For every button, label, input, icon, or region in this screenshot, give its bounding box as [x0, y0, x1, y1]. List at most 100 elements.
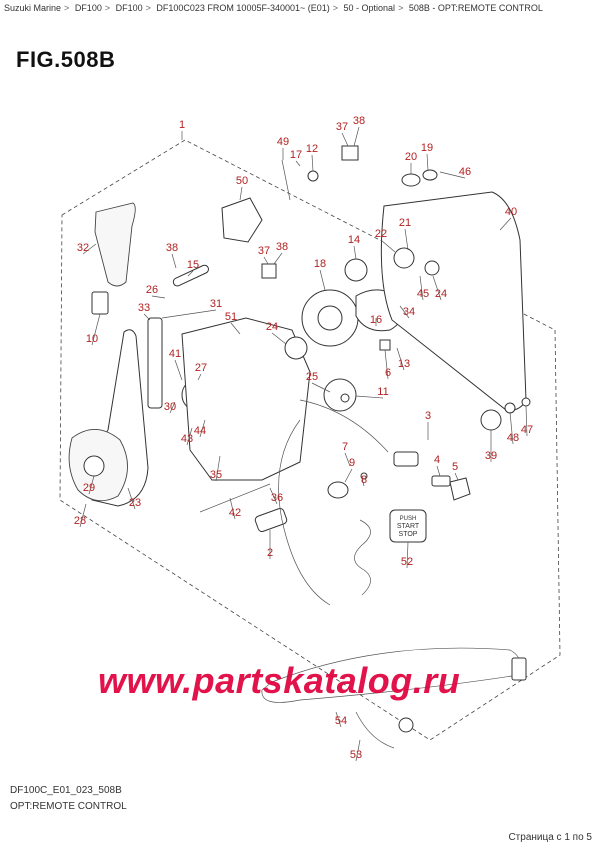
lanyard-switch [327, 481, 349, 499]
breadcrumb-separator: > [145, 3, 151, 13]
part-callout-25[interactable]: 25 [306, 371, 318, 383]
callout-leader [187, 270, 194, 277]
part-callout-48[interactable]: 48 [507, 432, 519, 444]
callout-leader [454, 472, 459, 481]
grommet [401, 173, 421, 187]
breadcrumb-item[interactable]: DF100 [74, 3, 102, 13]
part-callout-45[interactable]: 45 [417, 288, 429, 300]
harness-connector [511, 657, 527, 681]
part-callout-11[interactable]: 11 [377, 386, 388, 398]
part-callout-38[interactable]: 38 [353, 115, 365, 127]
part-callout-9[interactable]: 9 [349, 457, 355, 469]
part-callout-1[interactable]: 1 [179, 119, 185, 131]
handle-grip [94, 202, 136, 287]
part-callout-8[interactable]: 8 [361, 474, 367, 486]
part-callout-15[interactable]: 15 [187, 259, 199, 271]
part-callout-43[interactable]: 43 [181, 433, 193, 445]
part-callout-14[interactable]: 14 [348, 234, 360, 246]
callout-leader [355, 395, 384, 399]
lever-hub-emblem [83, 455, 105, 477]
part-callout-52[interactable]: 52 [401, 556, 413, 568]
callout-leader [384, 349, 389, 380]
callout-leader [271, 332, 287, 345]
part-callout-5[interactable]: 5 [452, 461, 458, 473]
part-callout-36[interactable]: 36 [271, 492, 283, 504]
part-callout-16[interactable]: 16 [370, 314, 382, 326]
part-callout-19[interactable]: 19 [421, 142, 433, 154]
lanyard-clip [360, 472, 368, 480]
part-callout-21[interactable]: 21 [399, 217, 411, 229]
part-callout-20[interactable]: 20 [405, 151, 417, 163]
part-callout-12[interactable]: 12 [306, 143, 318, 155]
part-callout-30[interactable]: 30 [164, 401, 176, 413]
callout-leader [161, 309, 217, 319]
part-callout-2[interactable]: 2 [267, 547, 273, 559]
part-callout-28[interactable]: 28 [74, 515, 86, 527]
callout-leader [361, 477, 365, 487]
callout-leader [197, 373, 202, 381]
key-switch [393, 451, 419, 467]
part-callout-37[interactable]: 37 [258, 245, 270, 257]
breadcrumb-item[interactable]: DF100C023 FROM 10005F-340001~ (E01) [156, 3, 330, 13]
breadcrumb-item[interactable]: Suzuki Marine [4, 3, 62, 13]
part-callout-38[interactable]: 38 [166, 242, 178, 254]
lanyard-cord [354, 519, 371, 596]
harness-wire [355, 711, 395, 749]
part-callout-10[interactable]: 10 [86, 333, 98, 345]
breadcrumb-item[interactable]: 50 - Optional [343, 3, 396, 13]
part-callout-22[interactable]: 22 [375, 228, 387, 240]
callout-leader [436, 465, 441, 477]
part-callout-6[interactable]: 6 [385, 367, 391, 379]
part-callout-47[interactable]: 47 [521, 424, 533, 436]
part-callout-24[interactable]: 24 [266, 321, 278, 333]
part-callout-53[interactable]: 53 [350, 749, 362, 761]
part-callout-29[interactable]: 29 [83, 482, 95, 494]
part-callout-34[interactable]: 34 [403, 306, 415, 318]
part-callout-17[interactable]: 17 [290, 149, 302, 161]
push-start-label: START [397, 523, 420, 530]
part-callout-23[interactable]: 23 [129, 497, 141, 509]
part-callout-37[interactable]: 37 [336, 121, 348, 133]
part-callout-4[interactable]: 4 [434, 454, 440, 466]
part-callout-26[interactable]: 26 [146, 284, 158, 296]
key-cap [449, 477, 471, 501]
callout-leader [344, 452, 351, 467]
part-callout-24[interactable]: 24 [435, 288, 447, 300]
main-housing [181, 317, 311, 481]
part-callout-40[interactable]: 40 [505, 206, 517, 218]
callout-leader [174, 359, 183, 381]
part-callout-31[interactable]: 31 [210, 298, 222, 310]
part-callout-49[interactable]: 49 [277, 136, 289, 148]
breadcrumb-separator: > [104, 3, 111, 13]
callout-leader [273, 252, 283, 265]
long-bolt [199, 483, 271, 513]
part-callout-44[interactable]: 44 [194, 425, 206, 437]
part-callout-39[interactable]: 39 [485, 450, 497, 462]
part-callout-38[interactable]: 38 [276, 241, 288, 253]
spring-pin [281, 159, 291, 201]
part-callout-51[interactable]: 51 [225, 311, 237, 323]
callout-leader [419, 275, 424, 301]
part-callout-42[interactable]: 42 [229, 507, 241, 519]
breadcrumb-item[interactable]: DF100 [115, 3, 143, 13]
cover-plate [254, 507, 288, 533]
part-callout-7[interactable]: 7 [342, 441, 348, 453]
part-callout-33[interactable]: 33 [138, 302, 150, 314]
part-callout-54[interactable]: 54 [335, 715, 347, 727]
breadcrumb-separator: > [64, 3, 70, 13]
switch-socket [393, 247, 415, 269]
part-callout-35[interactable]: 35 [210, 469, 222, 481]
part-callout-50[interactable]: 50 [236, 175, 248, 187]
side-housing [380, 191, 527, 411]
part-callout-32[interactable]: 32 [77, 242, 89, 254]
neutral-switch [91, 291, 109, 315]
part-callout-46[interactable]: 46 [459, 166, 471, 178]
part-callout-13[interactable]: 13 [398, 358, 410, 370]
part-callout-27[interactable]: 27 [195, 362, 207, 374]
limit-switch [379, 339, 391, 351]
part-callout-41[interactable]: 41 [169, 348, 181, 360]
part-callout-3[interactable]: 3 [425, 410, 431, 422]
callout-leader [269, 487, 278, 505]
part-callout-18[interactable]: 18 [314, 258, 326, 270]
callout-leader [311, 382, 331, 393]
